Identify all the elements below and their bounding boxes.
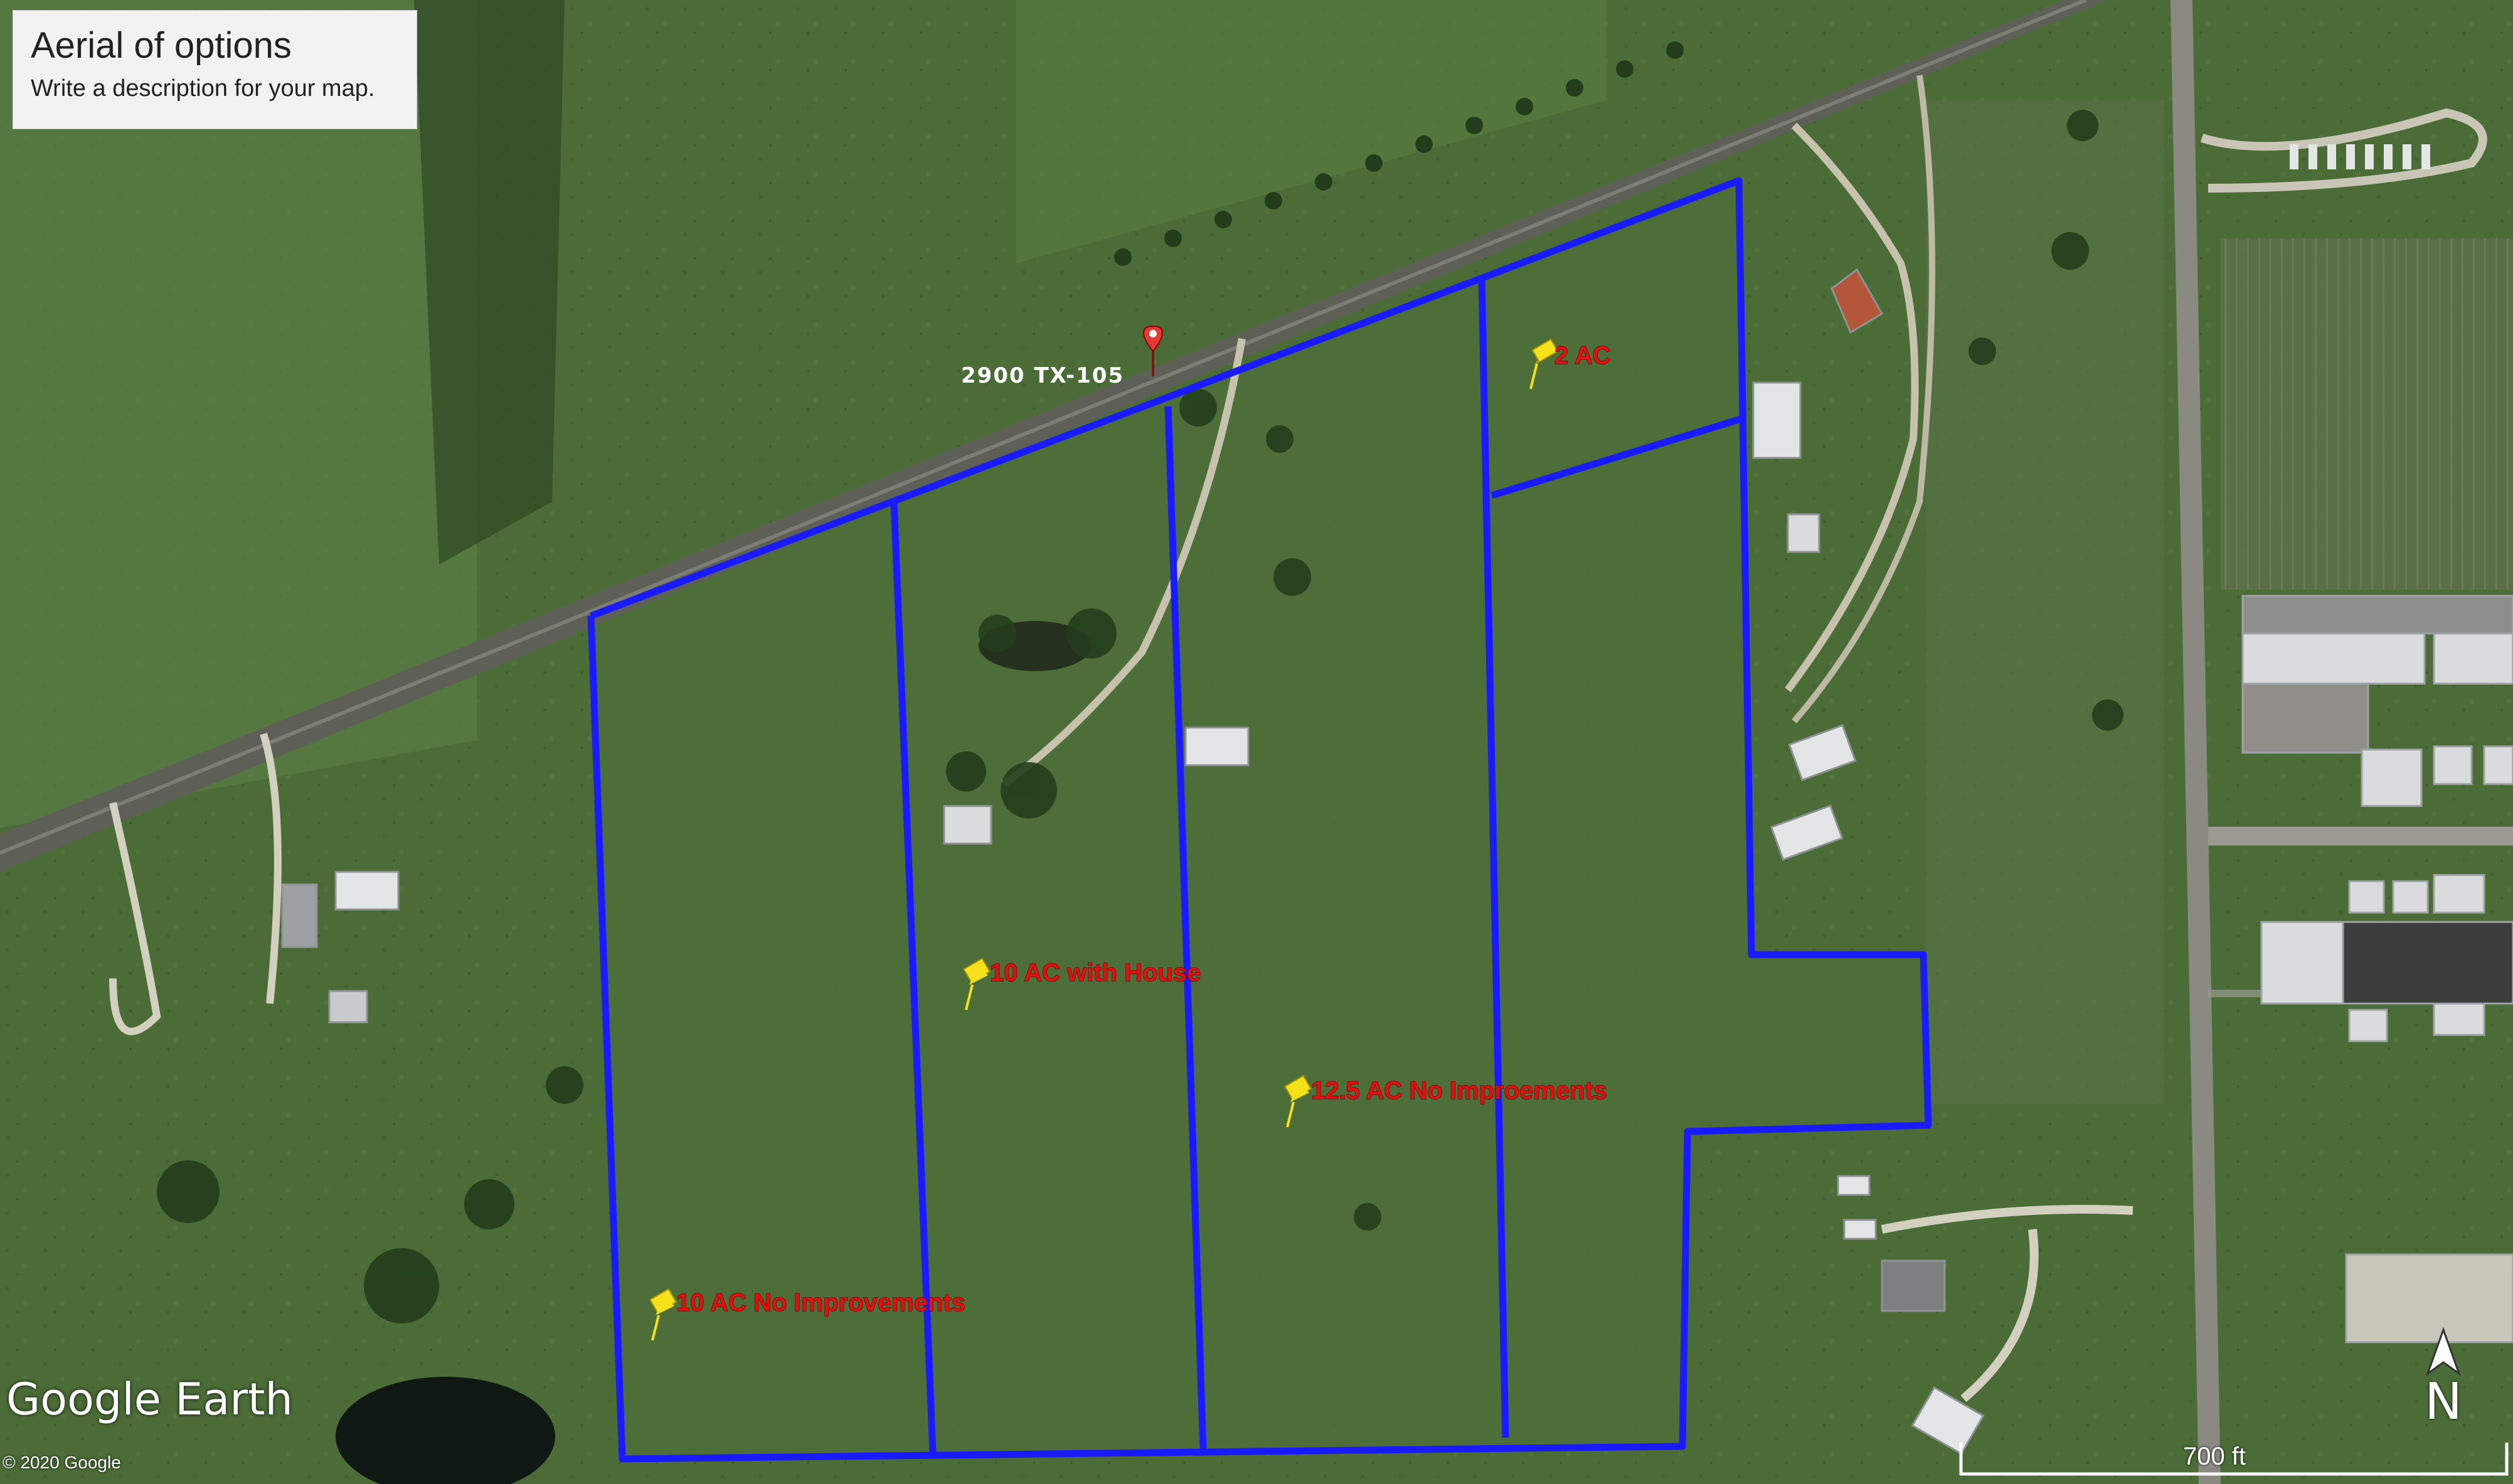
pushpin-icon[interactable] bbox=[649, 1288, 677, 1341]
driveway bbox=[1001, 337, 1246, 787]
property-boundary bbox=[587, 177, 1932, 1463]
copyright-text: © 2020 Google bbox=[3, 1453, 121, 1472]
scale-bar bbox=[1959, 1443, 2509, 1476]
address-label: 2900 TX-105 bbox=[961, 363, 1124, 388]
placemark-label: 2 AC bbox=[1554, 342, 1611, 369]
north-label: N bbox=[2425, 1372, 2462, 1431]
map-description: Write a description for your map. bbox=[31, 75, 375, 102]
scale-label: 700 ft bbox=[2182, 1443, 2246, 1470]
pushpin-icon[interactable] bbox=[962, 957, 991, 1010]
placemark-label: 10 AC No Improvements bbox=[676, 1289, 965, 1317]
north-arrow-icon bbox=[2425, 1327, 2462, 1377]
pushpin-icon[interactable] bbox=[1283, 1074, 1312, 1128]
houses bbox=[281, 268, 1985, 1455]
map-info-panel: Aerial of options Write a description fo… bbox=[13, 10, 417, 129]
map-title: Aerial of options bbox=[31, 25, 292, 66]
google-earth-logo: Google Earth bbox=[6, 1374, 293, 1425]
pushpin-icon[interactable] bbox=[1529, 338, 1559, 390]
industrial-buildings bbox=[2241, 595, 2513, 1344]
placemark-label: 10 AC with House bbox=[990, 959, 1201, 987]
pond bbox=[336, 1377, 555, 1484]
placemark-label: 12.5 AC No Improements bbox=[1311, 1077, 1607, 1105]
highway bbox=[0, 0, 2108, 872]
address-pin-icon[interactable] bbox=[1143, 325, 1163, 376]
county-road bbox=[2170, 0, 2221, 1484]
